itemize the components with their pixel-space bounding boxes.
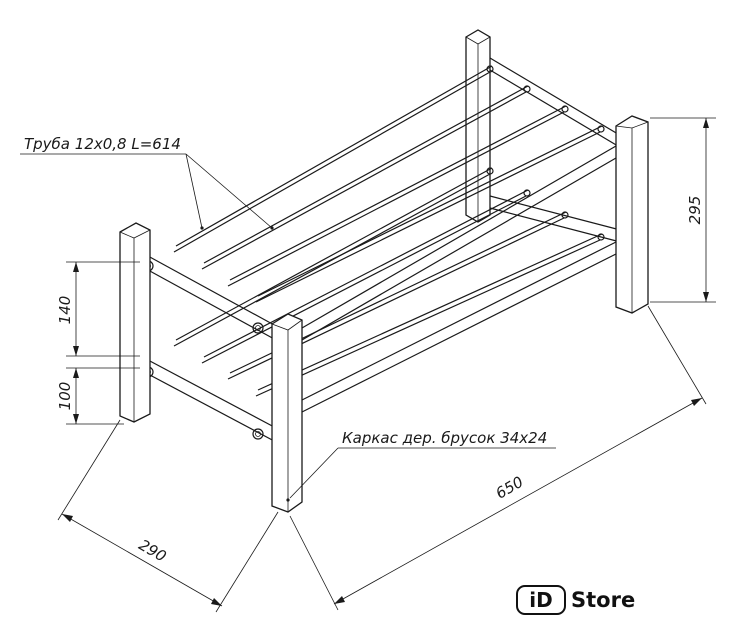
pipe-annotation: Труба 12х0,8 L=614 bbox=[20, 135, 274, 230]
dimension-depth: 290 bbox=[136, 536, 170, 566]
left-side-frame bbox=[142, 255, 277, 443]
left-height-dimensions: 140 100 bbox=[56, 261, 140, 425]
dimension-length: 650 bbox=[493, 473, 527, 503]
logo-text: Store bbox=[571, 588, 636, 612]
front-right-post bbox=[615, 115, 649, 314]
pipe-label: Труба 12х0,8 L=614 bbox=[24, 135, 181, 153]
frame-annotation: Каркас дер. брусок 34х24 bbox=[289, 429, 556, 499]
back-frame-rails bbox=[489, 57, 629, 245]
dimension-total-height: 295 bbox=[686, 196, 704, 225]
front-left-post bbox=[271, 313, 303, 513]
length-dimension: 650 bbox=[289, 305, 707, 611]
back-left-post bbox=[119, 222, 151, 423]
depth-dimension: 290 bbox=[57, 419, 279, 613]
dimension-upper-height: 140 bbox=[56, 296, 74, 325]
upper-shelf-tubes bbox=[173, 65, 605, 303]
logo-mark: iD bbox=[516, 585, 566, 615]
frame-label: Каркас дер. брусок 34х24 bbox=[342, 429, 547, 447]
front-frame-rails bbox=[301, 145, 617, 413]
store-logo: iD Store bbox=[516, 584, 635, 616]
back-right-post bbox=[465, 29, 491, 223]
dimension-lower-height: 100 bbox=[56, 382, 74, 411]
right-height-dimension: 295 bbox=[650, 117, 716, 303]
